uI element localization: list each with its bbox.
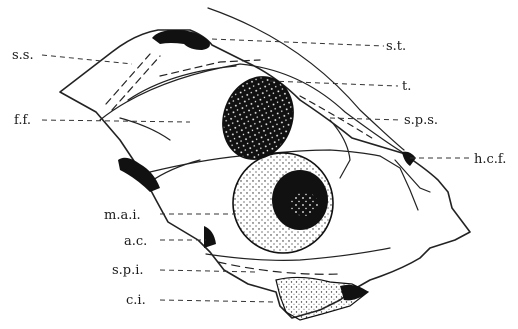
supratemporal-blob — [152, 30, 210, 50]
label-ss: s.s. — [12, 48, 34, 63]
label-st: s.t. — [386, 39, 406, 54]
label-ac: a.c. — [124, 234, 147, 249]
lower-dark-patch — [340, 285, 368, 300]
fenestra-center-speckle — [290, 192, 318, 216]
leader-ci — [160, 300, 276, 302]
suture-dashed-upper — [106, 54, 150, 104]
suture-dashed-right — [300, 96, 375, 140]
label-hcf: h.c.f. — [474, 152, 506, 167]
suture-dashed-lower — [112, 56, 160, 110]
leader-spi — [160, 270, 256, 272]
hcf-dark-patch — [402, 152, 416, 166]
lower-dashed — [218, 262, 340, 274]
leader-ss — [42, 55, 132, 64]
suture-dashed-top — [160, 60, 260, 76]
label-ci: c.i. — [126, 293, 146, 308]
leader-st — [212, 39, 384, 46]
label-ff: f.f. — [14, 113, 31, 128]
label-t: t. — [402, 79, 411, 94]
label-spi: s.p.i. — [112, 263, 144, 278]
leader-t — [270, 81, 398, 86]
quadrate-line-2 — [395, 160, 430, 192]
frontal-curve — [128, 66, 236, 100]
leader-ff — [42, 120, 190, 122]
label-mai: m.a.i. — [104, 208, 141, 223]
ac-dark-patch — [204, 226, 216, 248]
left-dark-patch — [118, 158, 160, 192]
label-sps: s.p.s. — [404, 113, 438, 128]
